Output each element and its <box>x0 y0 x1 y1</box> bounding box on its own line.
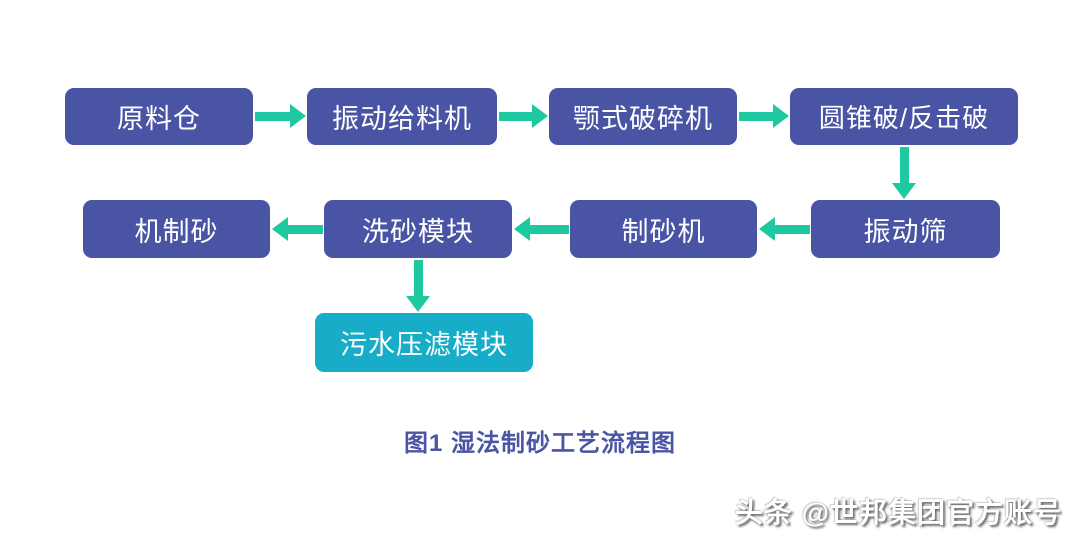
node-vibrating-feeder: 振动给料机 <box>307 88 497 145</box>
arrow-shaft <box>255 111 290 121</box>
arrow-shaft <box>413 260 423 296</box>
node-cone-or-impact-crusher: 圆锥破/反击破 <box>790 88 1018 145</box>
arrow-head-left-icon <box>759 217 775 241</box>
arrow-jaw-to-cone-icon <box>739 104 789 128</box>
arrow-shaft <box>899 147 909 183</box>
arrow-raw-to-feeder-icon <box>255 104 306 128</box>
node-sand-making-machine: 制砂机 <box>570 200 757 258</box>
arrow-feeder-to-jaw-icon <box>499 104 548 128</box>
arrow-shaft <box>530 224 569 234</box>
arrow-head-down-icon <box>892 183 916 199</box>
arrow-shaft <box>775 224 810 234</box>
node-raw-material-bin: 原料仓 <box>65 88 253 145</box>
node-sand-washing-module: 洗砂模块 <box>324 200 512 258</box>
arrow-sandmaker-to-washer-icon <box>514 217 569 241</box>
node-jaw-crusher: 颚式破碎机 <box>549 88 737 145</box>
arrow-head-right-icon <box>773 104 789 128</box>
node-machine-made-sand: 机制砂 <box>83 200 270 258</box>
arrow-cone-to-screen-icon <box>892 147 916 199</box>
arrow-head-left-icon <box>514 217 530 241</box>
arrow-head-right-icon <box>290 104 306 128</box>
figure-caption: 图1 湿法制砂工艺流程图 <box>403 430 676 457</box>
arrow-screen-to-sandmaker-icon <box>759 217 810 241</box>
arrow-washer-to-mmsand-icon <box>272 217 323 241</box>
arrow-shaft <box>288 224 323 234</box>
arrow-head-right-icon <box>532 104 548 128</box>
arrow-shaft <box>739 111 773 121</box>
node-sewage-filter-press-module: 污水压滤模块 <box>315 313 533 372</box>
arrow-head-down-icon <box>406 296 430 312</box>
toutiao-watermark: 头条 @世邦集团官方账号 <box>734 497 1062 528</box>
arrow-shaft <box>499 111 532 121</box>
node-vibrating-screen: 振动筛 <box>811 200 1000 258</box>
arrow-washer-to-sewage-icon <box>406 260 430 312</box>
arrow-head-left-icon <box>272 217 288 241</box>
